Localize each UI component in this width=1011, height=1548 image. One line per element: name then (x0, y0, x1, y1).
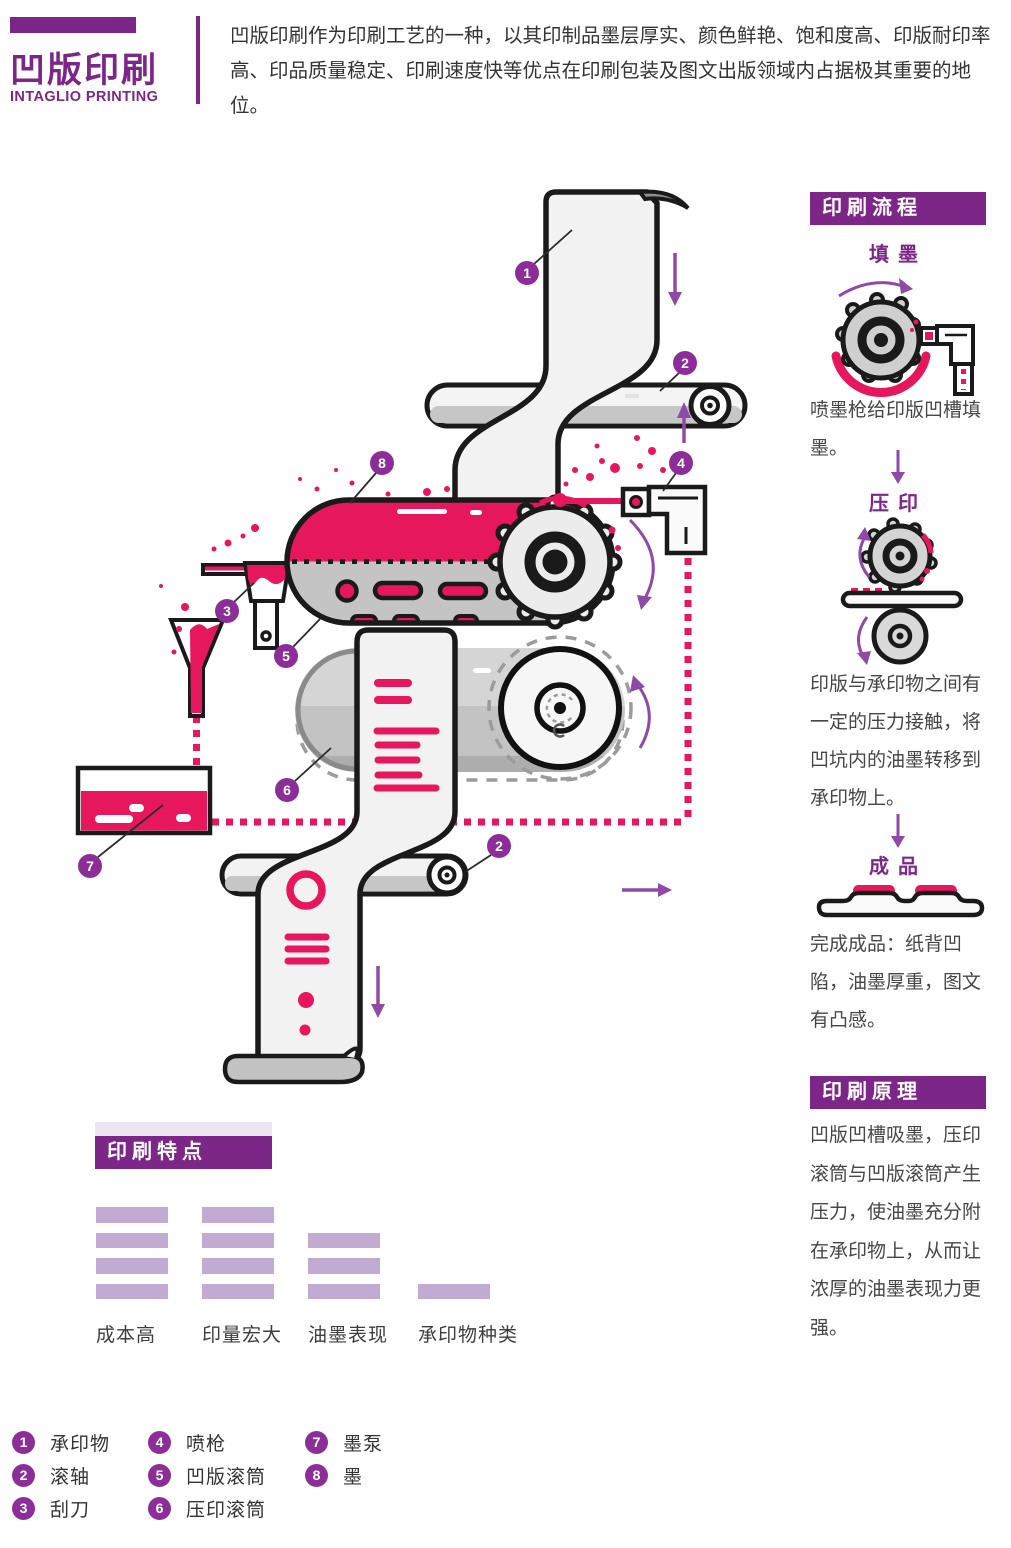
legend-num-badge: 2 (12, 1463, 35, 1487)
legend-num-badge: 8 (305, 1463, 328, 1487)
ink-filling-illustration (831, 278, 975, 397)
svg-text:3: 3 (223, 603, 231, 619)
paper-bottom-curl (222, 1053, 365, 1085)
ink-splatter (298, 435, 666, 551)
badge-substrate: 1 (515, 261, 539, 285)
step-title-impress: 压印 (869, 493, 927, 515)
feature-label-ink: 油墨表现 (308, 1325, 389, 1346)
features-section-header: 印刷特点 (95, 1136, 272, 1169)
gravure-press-diagram: 1 2 8 4 3 5 6 2 7 (75, 189, 748, 1085)
svg-text:4: 4 (677, 455, 685, 471)
feature-level-bar (96, 1207, 168, 1223)
legend-item: 6 压印滚筒 (148, 1496, 266, 1521)
header-divider (196, 16, 200, 104)
feature-level-bar (418, 1283, 490, 1299)
badge-doctor-blade: 3 (215, 599, 239, 623)
page-title: 凹版印刷 (10, 51, 159, 90)
badge-roller-bottom: 2 (487, 834, 511, 858)
legend-num-badge: 1 (12, 1430, 35, 1454)
process-section-header: 印刷流程 (810, 192, 986, 225)
step-desc-finished: 完成成品：纸背凹陷，油墨厚重，图文有凸感。 (810, 934, 982, 1031)
feature-level-bar (308, 1258, 380, 1274)
feature-level-bar (202, 1283, 274, 1299)
legend-num-badge: 4 (148, 1430, 171, 1454)
feature-level-bar (308, 1232, 380, 1248)
step-desc-ink-fill: 喷墨枪给印版凹槽填墨。 (810, 400, 982, 459)
step-title-finished: 成品 (869, 856, 927, 878)
feature-bars-ink (308, 1206, 380, 1299)
finished-product-illustration (816, 885, 985, 918)
ink-funnel (168, 618, 226, 718)
feature-label-volume: 印量宏大 (202, 1325, 283, 1346)
legend-item: 3 刮刀 (12, 1496, 90, 1521)
badge-ink-pump: 7 (78, 854, 102, 878)
legend-item: 7 墨泵 (305, 1430, 383, 1455)
svg-text:2: 2 (681, 355, 689, 371)
legend-item: 2 滚轴 (12, 1463, 90, 1488)
feature-level-bar (202, 1232, 274, 1248)
intro-paragraph: 凹版印刷作为印刷工艺的一种，以其印制品墨层厚实、颜色鲜艳、饱和度高、印版耐印率高… (230, 25, 991, 117)
down-arrow-icon (891, 814, 905, 848)
legend-num-badge: 5 (148, 1463, 171, 1487)
badge-impression-cylinder: 6 (275, 778, 299, 802)
paper-web-upper (452, 189, 690, 568)
flow-arrows (371, 253, 691, 1018)
doctor-blade (159, 524, 292, 655)
feature-level-bar (96, 1232, 168, 1248)
legend-item: 4 喷枪 (148, 1430, 226, 1455)
spray-gun (553, 484, 708, 556)
down-arrow-icon (891, 450, 905, 484)
gravure-cylinder (284, 494, 623, 630)
principle-body: 凹版凹槽吸墨，压印滚筒与凹版滚筒产生压力，使油墨充分附在承印物上，从而让浓厚的油… (810, 1125, 982, 1339)
legend-item: 1 承印物 (12, 1430, 110, 1455)
badge-spray-gun: 4 (669, 451, 693, 475)
printed-image-lines (373, 679, 440, 792)
svg-text:6: 6 (283, 782, 291, 798)
svg-text:5: 5 (282, 648, 290, 664)
svg-text:1: 1 (523, 265, 531, 281)
feature-bars-volume (202, 1206, 274, 1299)
ink-droplets (159, 524, 259, 655)
paper-web-lower (222, 627, 458, 1085)
feature-level-bar (202, 1207, 274, 1223)
svg-text:8: 8 (378, 455, 386, 471)
feature-bars-substrate (418, 1206, 490, 1299)
legend-item: 8 墨 (305, 1463, 363, 1488)
page-subtitle: INTAGLIO PRINTING (10, 89, 159, 105)
step-desc-impress: 印版与承印物之间有一定的压力接触，将凹坑内的油墨转移到承印物上。 (810, 674, 982, 809)
diagram-badges: 1 2 8 4 3 5 6 2 7 (78, 261, 697, 878)
title-accent-bar (10, 17, 136, 33)
badge-ink: 8 (370, 451, 394, 475)
legend-num-badge: 3 (12, 1496, 35, 1520)
principle-section-header: 印刷原理 (810, 1076, 986, 1109)
step-title-ink-fill: 填墨 (869, 244, 927, 266)
feature-level-bar (308, 1283, 380, 1299)
feature-level-bar (96, 1258, 168, 1274)
badge-gravure-cylinder: 5 (274, 644, 298, 668)
legend-num-badge: 7 (305, 1430, 328, 1454)
legend-item: 5 凹版滚筒 (148, 1463, 266, 1488)
badge-connectors (97, 229, 681, 873)
ink-pump-tank (75, 765, 213, 836)
svg-text:2: 2 (495, 838, 503, 854)
paper-top-curl (636, 189, 690, 210)
feature-bars-cost (96, 1206, 168, 1299)
badge-roller-top: 2 (673, 351, 697, 375)
feature-level-bar (96, 1283, 168, 1299)
feature-label-cost: 成本高 (96, 1325, 157, 1346)
impressing-illustration (840, 517, 964, 665)
feature-label-substrate: 承印物种类 (418, 1325, 519, 1346)
feature-level-bar (202, 1258, 274, 1274)
svg-text:7: 7 (86, 858, 94, 874)
features-header-shadow (95, 1122, 272, 1136)
legend-num-badge: 6 (148, 1496, 171, 1520)
impression-cylinder (295, 635, 633, 782)
